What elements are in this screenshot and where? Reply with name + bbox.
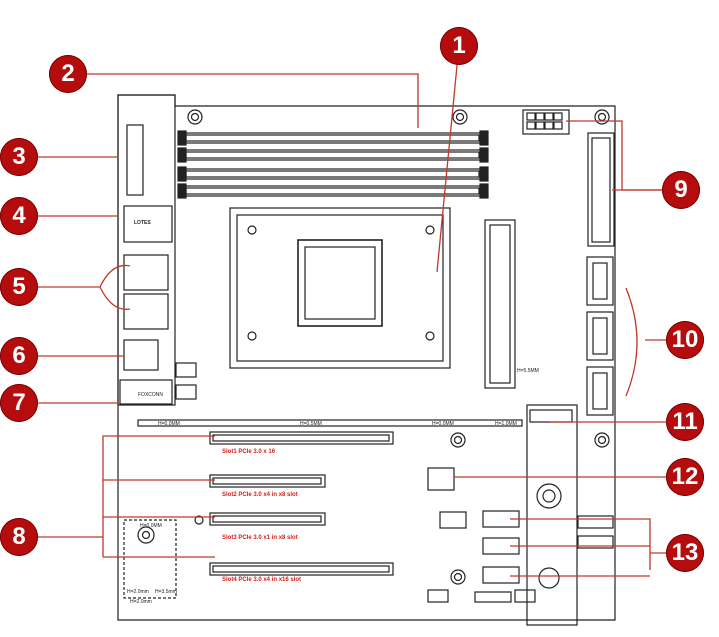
leader-13: [510, 518, 682, 577]
pcie-slot-1: [209, 431, 394, 445]
mount-hole-6: [137, 526, 155, 544]
h-label-4: H=1.0MM: [495, 421, 517, 427]
audio-rear: [119, 379, 173, 405]
callout-7: 7: [0, 384, 38, 422]
callout-4: 4: [0, 197, 38, 235]
usb-rear: [123, 339, 159, 371]
rear-dp-port: [126, 124, 144, 196]
callout-13: 13: [666, 534, 704, 572]
cpu-die: [297, 239, 383, 327]
io-shield: [117, 94, 176, 406]
callout-11: 11: [666, 403, 704, 441]
h-label-5: H=5.5MM: [517, 368, 539, 374]
pcie-slot-4: [209, 562, 394, 576]
leader-1: [436, 44, 460, 273]
slot3-label: Slot3 PCIe 3.0 x1 in x8 slot: [222, 535, 298, 541]
callout-12: 12: [666, 458, 704, 496]
h-label-3: H=0.0MM: [432, 421, 454, 427]
callout-5: 5: [0, 268, 38, 306]
chipset: [427, 467, 455, 491]
callout-9: 9: [662, 171, 700, 209]
cpu-socket-inner: [236, 214, 444, 362]
mount-hole-3: [594, 109, 610, 125]
lan-chip: [123, 205, 173, 243]
callout-2: 2: [49, 55, 87, 93]
usb-header-1: [586, 256, 614, 306]
rj45-2: [123, 293, 169, 330]
h-label-9: H=0.0MM: [140, 523, 162, 529]
cpu-socket-frame: [229, 207, 451, 369]
dimm-slots: [177, 130, 489, 199]
leader-lines: [38, 44, 682, 577]
vrm-heatsink: [484, 219, 516, 389]
h-label-6: H=2.0mm: [127, 589, 149, 595]
lan-chip-text: LOTES: [134, 220, 151, 226]
leader-2: [75, 73, 419, 128]
small-chip: [439, 511, 467, 529]
mount-hole-1: [187, 109, 203, 125]
pcie-slot-2: [209, 474, 326, 488]
callout-6: 6: [0, 337, 38, 375]
fan-header: [577, 515, 614, 529]
io-chip-text: FOXCONN: [138, 392, 163, 398]
callout-8: 8: [0, 518, 38, 556]
front-panel-header: [577, 535, 614, 549]
slot4-label: Slot4 PCIe 3.0 x4 in x16 slot: [222, 577, 302, 583]
sata-3: [482, 566, 520, 584]
leader-5: [38, 264, 131, 310]
callout-10: 10: [666, 321, 704, 359]
usb-header-2: [586, 311, 614, 361]
pcie-slot-3: [209, 512, 326, 526]
usb-header-3: [586, 366, 614, 416]
mount-hole-7: [450, 569, 466, 585]
eps-8pin: [522, 109, 570, 135]
pcb-outline: [117, 94, 616, 621]
m2-slot: [526, 404, 578, 626]
h-label-7: H=3.5mm: [155, 589, 177, 595]
mount-hole-2: [452, 109, 468, 125]
callout-1: 1: [440, 27, 478, 65]
leader-8: [38, 435, 215, 558]
h-label-8: H=2.0mm: [130, 599, 152, 605]
h-label-1: H=0.0MM: [158, 421, 180, 427]
slot2-label: Slot2 PCIe 3.0 x4 in x8 slot: [222, 492, 298, 498]
cmos-battery: [536, 483, 562, 509]
h-label-2: H=0.5MM: [300, 421, 322, 427]
slot1-label: Slot1 PCIe 3.0 x 16: [222, 449, 276, 455]
mount-hole-5: [450, 432, 466, 448]
callout-3: 3: [0, 138, 38, 176]
leader-10: [625, 287, 672, 397]
rj45-1: [123, 254, 169, 291]
mount-hole-4: [594, 432, 610, 448]
